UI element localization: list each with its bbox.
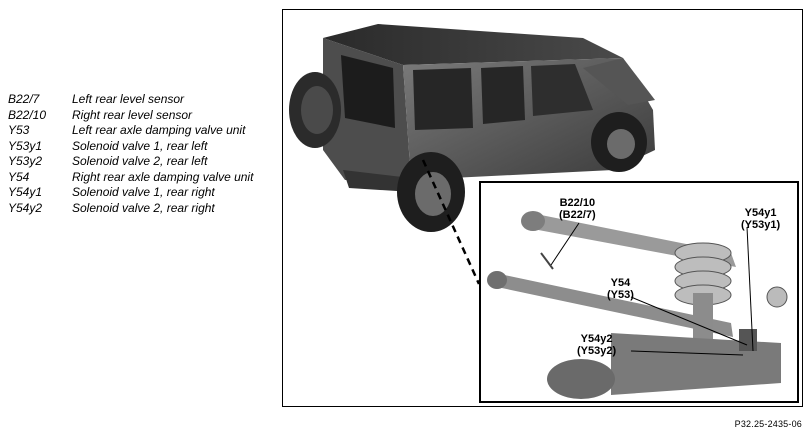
legend-desc: Right rear level sensor <box>72 107 193 122</box>
figure-frame: B22/10 (B22/7) Y54y1 (Y53y1) Y54 (Y53) Y… <box>282 9 803 407</box>
legend-desc: Left rear level sensor <box>72 92 185 106</box>
callout-solenoid-1: Y54y1 (Y53y1) <box>741 207 780 231</box>
legend-row: Y54y2 Solenoid valve 2, rear right <box>8 201 277 217</box>
suspension-detail-illustration <box>487 211 788 399</box>
callout-alt: (B22/7) <box>559 209 596 221</box>
legend-desc: Right rear axle damping valve unit <box>72 169 254 184</box>
callout-alt: (Y53y1) <box>741 219 781 231</box>
legend-desc: Solenoid valve 1, rear right <box>72 185 215 199</box>
callout-solenoid-2: Y54y2 (Y53y2) <box>577 333 616 357</box>
callout-damping-unit: Y54 (Y53) <box>607 277 634 301</box>
callout-main: Y54y1 <box>744 207 777 219</box>
callout-main: Y54y2 <box>580 333 613 345</box>
legend-code: Y54 <box>8 169 30 184</box>
legend-desc: Left rear axle damping valve unit <box>72 123 246 137</box>
legend-code: Y53 <box>8 123 30 137</box>
callout-main: Y54 <box>610 277 631 289</box>
legend-row: B22/10 Right rear level sensor <box>8 108 277 124</box>
legend-row: Y53y1 Solenoid valve 1, rear left <box>8 139 277 155</box>
callout-alt: (Y53y2) <box>577 345 617 357</box>
legend-desc: Solenoid valve 2, rear left <box>72 154 208 168</box>
legend-row: Y53 Left rear axle damping valve unit <box>8 123 277 139</box>
legend-row: Y54y1 Solenoid valve 1, rear right <box>8 185 277 201</box>
legend-code: Y54y2 <box>8 200 43 215</box>
legend-row: Y53y2 Solenoid valve 2, rear left <box>8 154 277 170</box>
callout-alt: (Y53) <box>607 289 634 301</box>
legend-desc: Solenoid valve 1, rear left <box>72 138 208 153</box>
inset-detail-frame: B22/10 (B22/7) Y54y1 (Y53y1) Y54 (Y53) Y… <box>479 181 799 403</box>
legend-code: B22/7 <box>8 92 40 106</box>
legend-code: Y53y2 <box>8 154 43 168</box>
figure-reference-code: P32.25-2435-06 <box>734 419 802 429</box>
vehicle-illustration <box>289 24 655 285</box>
legend-list: B22/7 Left rear level sensor B22/10 Righ… <box>8 92 277 216</box>
callout-level-sensor: B22/10 (B22/7) <box>559 197 596 221</box>
legend-code: Y54y1 <box>8 185 43 199</box>
callout-main: B22/10 <box>559 197 596 209</box>
legend-row: Y54 Right rear axle damping valve unit <box>8 170 277 186</box>
legend-desc: Solenoid valve 2, rear right <box>72 200 215 215</box>
legend-code: Y53y1 <box>8 138 43 153</box>
legend-row: B22/7 Left rear level sensor <box>8 92 277 108</box>
legend-code: B22/10 <box>8 107 47 122</box>
